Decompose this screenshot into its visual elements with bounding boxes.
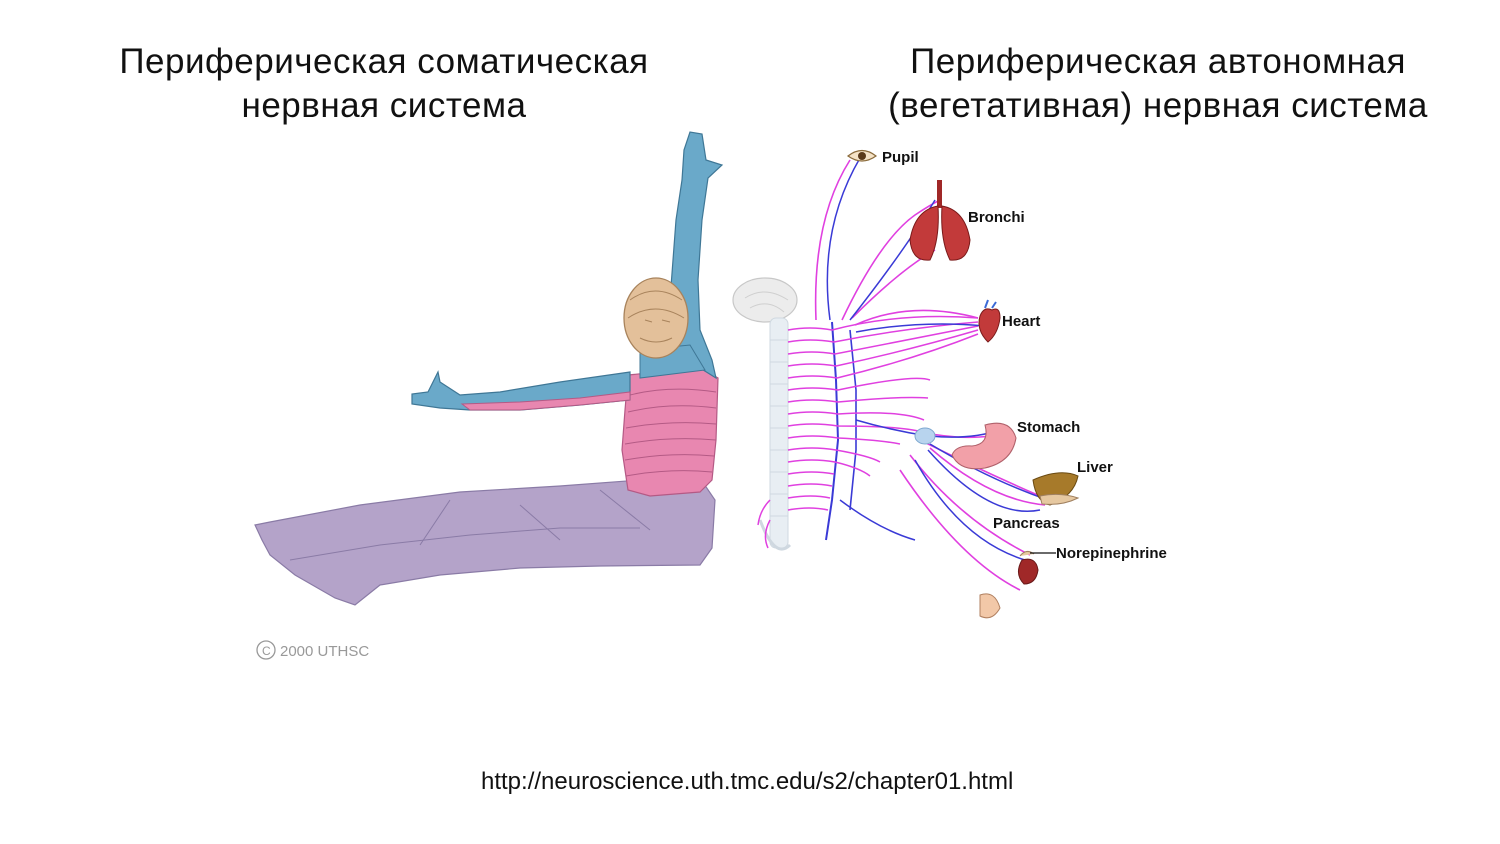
source-url[interactable]: http://neuroscience.uth.tmc.edu/s2/chapt…	[481, 768, 1014, 795]
label-stomach: Stomach	[1017, 419, 1080, 436]
figure-legs	[254, 477, 716, 606]
spinal-nerves	[757, 315, 979, 549]
autonomic-heading-line-1: Периферическая автономная	[910, 42, 1406, 81]
somatic-figure: C 2000 UTHSC	[254, 131, 724, 660]
autonomic-heading-line-2: (вегетативная) нервная система	[888, 86, 1428, 125]
stomach-icon	[951, 422, 1017, 470]
label-bronchi: Bronchi	[968, 209, 1025, 226]
brain-icon	[732, 277, 798, 323]
label-pupil: Pupil	[882, 149, 919, 166]
bronchi-icon	[909, 180, 971, 261]
spinal-column	[769, 317, 789, 549]
somatic-heading: Периферическая соматическая нервная сист…	[84, 40, 684, 128]
autonomic-diagram: Pupil Bronchi Heart Stomach Liver Pancre…	[732, 149, 1167, 619]
sympathetic-chain	[825, 321, 840, 541]
label-heart: Heart	[1002, 313, 1040, 330]
label-pancreas: Pancreas	[993, 515, 1060, 532]
copyright-text: 2000 UTHSC	[280, 643, 369, 660]
label-norepinephrine: Norepinephrine	[1056, 545, 1167, 562]
heart-icon	[978, 299, 1001, 343]
figure-head	[623, 277, 689, 359]
pancreas-icon	[1039, 493, 1080, 505]
svg-text:C: C	[262, 644, 271, 658]
label-liver: Liver	[1077, 459, 1113, 476]
bladder-icon	[979, 593, 1001, 619]
somatic-heading-line-2: нервная система	[241, 86, 527, 125]
norepinephrine-icon	[1018, 550, 1039, 585]
pupil-icon	[846, 149, 878, 162]
somatic-heading-line-1: Периферическая соматическая	[119, 42, 649, 81]
copyright-icon	[256, 640, 276, 660]
figure-torso	[621, 367, 719, 497]
autonomic-heading: Периферическая автономная (вегетативная)…	[858, 40, 1458, 128]
celiac-ganglion	[914, 427, 936, 445]
